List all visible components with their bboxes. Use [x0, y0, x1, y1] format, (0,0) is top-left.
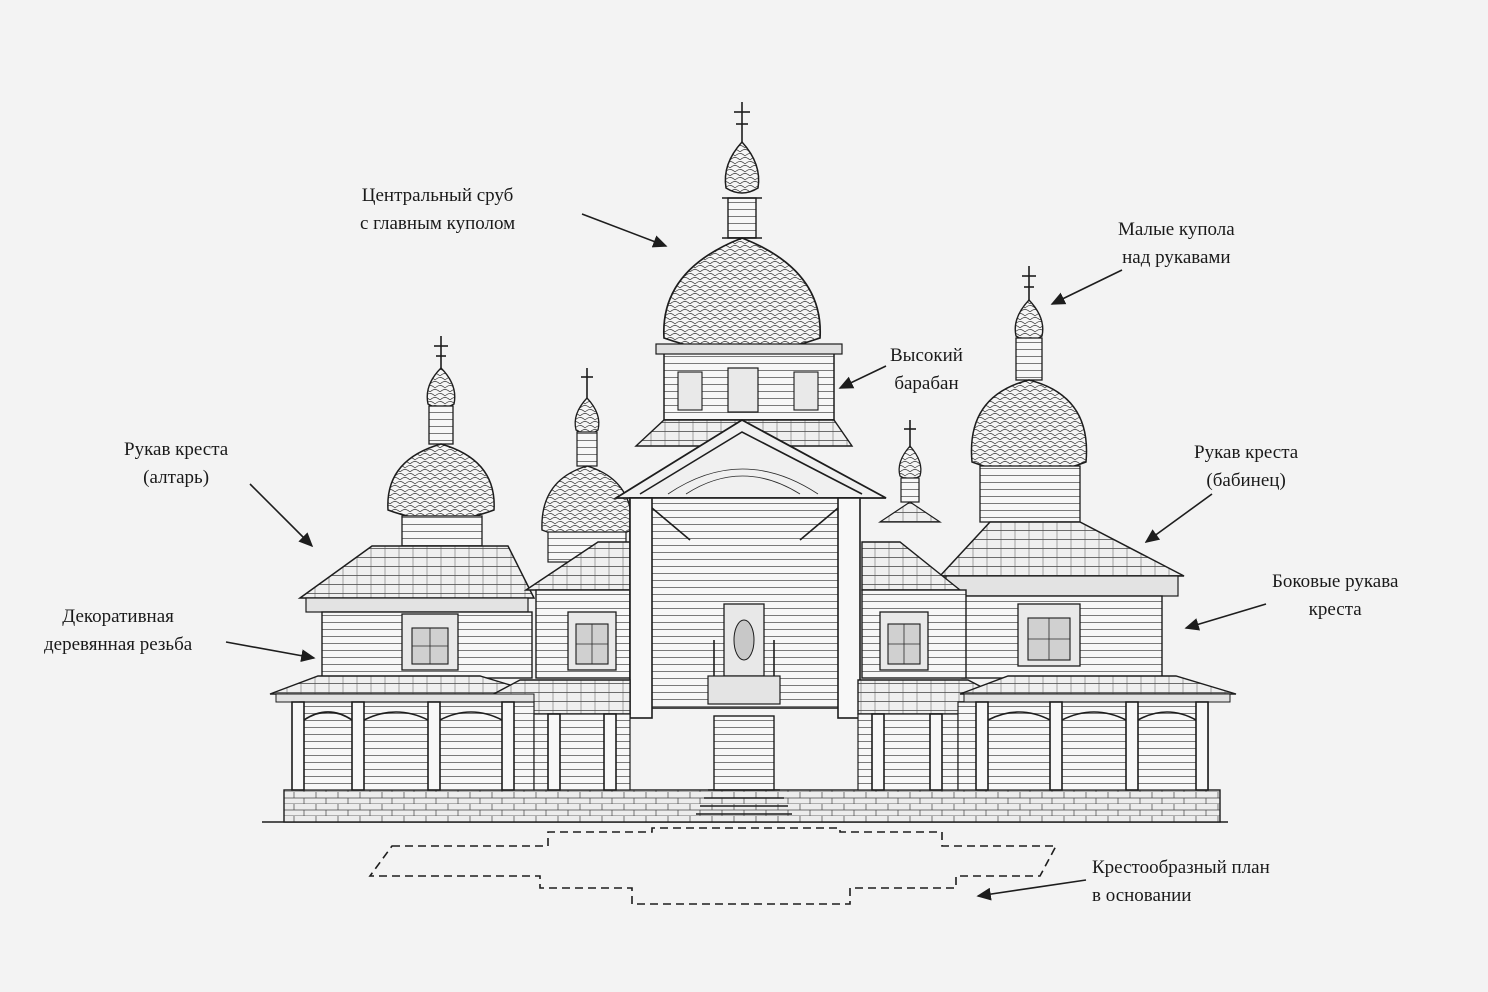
arrow-carving [225, 641, 316, 663]
label-cross-plan-line1: Крестообразный план [1092, 857, 1270, 878]
label-arm-babinets-line1: Рукав креста [1194, 442, 1299, 463]
label-small-domes-line2: над рукавами [1122, 247, 1231, 268]
side-arm-roofs [523, 541, 967, 679]
label-side-arms: Боковые рукава креста [1272, 568, 1398, 624]
label-carving-line1: Декоративная [62, 606, 174, 627]
cross-shaped-plan [368, 827, 1058, 905]
label-arm-babinets: Рукав креста (бабинец) [1194, 439, 1298, 495]
label-drum: Высокий барабан [890, 342, 963, 398]
label-arm-altar: Рукав креста (алтарь) [124, 436, 228, 492]
arrow-drum [838, 365, 887, 389]
label-side-arms-line1: Боковые рукава [1272, 571, 1399, 592]
label-cross-plan-line2: в основании [1092, 885, 1192, 906]
label-small-domes-line1: Малые купола [1118, 219, 1235, 240]
label-central-line1: Центральный сруб [361, 185, 514, 206]
right-secondary-dome [878, 420, 942, 523]
label-drum-line1: Высокий [890, 345, 963, 366]
arrow-arm-altar [249, 483, 314, 548]
arrow-arm-babinets [1144, 493, 1213, 543]
right-arm-building [938, 266, 1185, 679]
label-carving: Декоративная деревянная резьба [44, 603, 192, 659]
label-central-line2: с главным куполом [360, 213, 516, 234]
label-cross-plan: Крестообразный план в основании [1092, 854, 1270, 910]
label-arm-altar-line2: (алтарь) [143, 467, 210, 488]
left-secondary-dome [541, 368, 633, 563]
label-arm-babinets-line2: (бабинец) [1206, 470, 1286, 491]
arrow-side-arms [1184, 603, 1267, 631]
label-central-frame: Центральный сруб с главным куполом [360, 182, 515, 238]
label-small-domes: Малые купола над рукавами [1118, 216, 1235, 272]
label-side-arms-line2: креста [1308, 599, 1362, 620]
label-arm-altar-line1: Рукав креста [124, 439, 229, 460]
arrow-central [581, 213, 668, 248]
left-arm-building [297, 336, 536, 679]
arrow-plan [976, 879, 1087, 901]
gallery [269, 675, 1237, 791]
label-carving-line2: деревянная резьба [44, 634, 193, 655]
central-block [612, 102, 887, 815]
label-drum-line2: барабан [894, 373, 959, 394]
arrow-small-domes [1050, 269, 1123, 305]
